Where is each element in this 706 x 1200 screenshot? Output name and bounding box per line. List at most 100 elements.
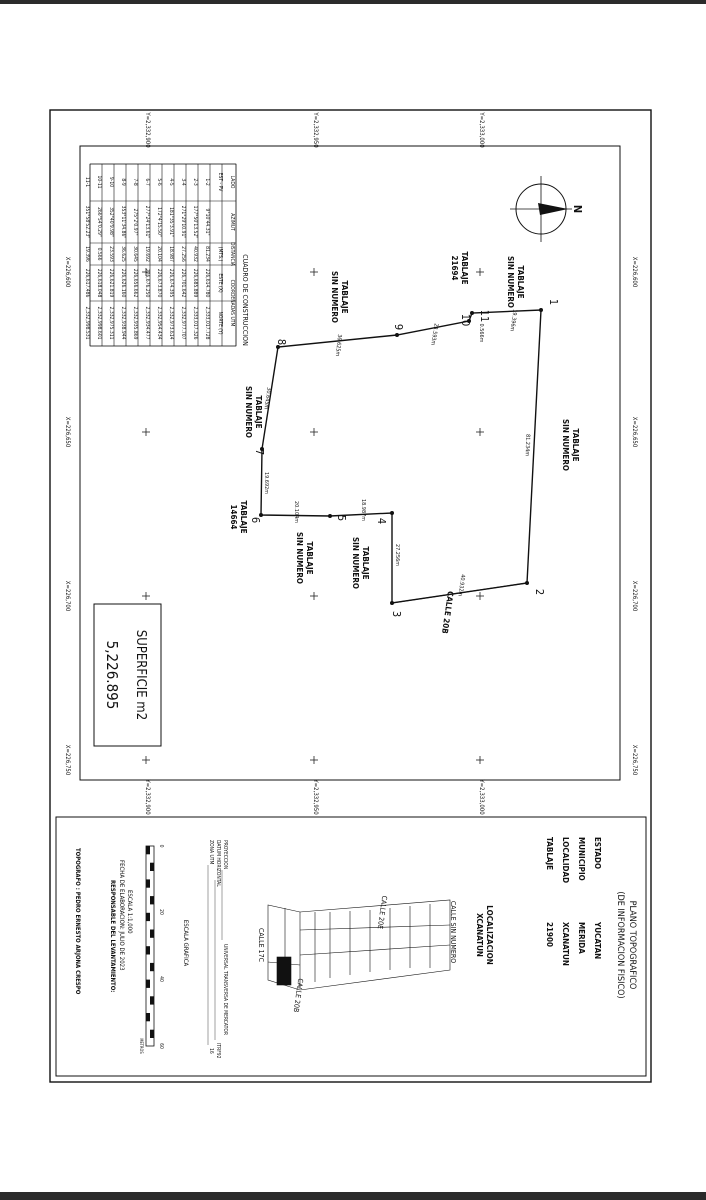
grid-x-label: X=226,700 (64, 581, 71, 612)
neighbor-label: SIN NUMERO (295, 532, 304, 584)
table-subheader: (MTS.) (217, 247, 223, 262)
top-dark-bar (0, 0, 706, 4)
vertex-label: 6 (249, 517, 262, 523)
table-cell: 177°50'13.52" (192, 206, 198, 239)
side-length-label: 40.932m (456, 574, 465, 597)
datum-value: ITRF92 (215, 1043, 221, 1059)
zona-value: 16 (208, 1048, 214, 1054)
table-cell: 40.932 (192, 246, 198, 262)
table-cell: 226,674.395 (168, 269, 174, 298)
table-cell: 8-9 (120, 178, 126, 185)
table-cell: 2,333,017.728 (204, 307, 210, 340)
table-cell: 7-8 (132, 178, 138, 185)
table-cell: 1-2 (204, 178, 210, 185)
graphic-scale: ESCALA GRAFICA 0 20 40 60 METROS (139, 845, 189, 1055)
plan-subtitle: (DE INFORMACION FISICO) (615, 891, 625, 998)
table-cell: 5-6 (156, 178, 162, 185)
table-header: AZIMUT (229, 213, 235, 231)
vertex-label: 7 (253, 449, 266, 455)
grid-cross (310, 428, 318, 436)
road-boundary (391, 582, 528, 604)
table-cell: 2,332,975.311 (108, 307, 114, 340)
scale-tick: 20 (158, 909, 164, 915)
scale-block (150, 896, 154, 905)
grid-cross (142, 268, 150, 276)
responsible-label: RESPONSABLE DEL LEVANTAMIENTO: (109, 880, 116, 992)
table-grid (89, 163, 237, 347)
vertex-label: 9 (392, 324, 405, 330)
scale-block (150, 1029, 154, 1038)
table-cell: 226,618.048 (96, 269, 102, 298)
scale-block (150, 962, 154, 972)
table-cell: 2-3 (192, 178, 198, 185)
table-cell: 10-11 (96, 175, 102, 188)
table-subheader: NORTE (Y) (217, 312, 223, 335)
superficie-box: SUPERFICIE m2 5,226.895 (93, 603, 162, 747)
table-cell: 4-5 (168, 178, 174, 185)
side-length-label: 30.645m (262, 387, 271, 410)
localidad-label: LOCALIDAD (561, 837, 570, 883)
street-label: CALLE SIN NUMERO (449, 901, 457, 963)
grid-x-label: X=226,750 (64, 745, 71, 776)
table-cell: 19.396 (84, 246, 90, 262)
construction-table: CUADRO DE CONSTRUCCION LADOAZIMUTDISTANC… (84, 163, 249, 347)
location-heading: LOCALIZACION (485, 905, 494, 964)
table-cell: 2,332,973.614 (168, 307, 174, 340)
neighbor-label: TABLAJE (361, 546, 370, 579)
grid-y-label: Y=2,332,950 (312, 778, 319, 815)
scale-block (150, 929, 154, 938)
grid-x-label: X=226,600 (64, 257, 71, 288)
street-label: CALLE 20E (376, 895, 389, 929)
table-cell: 81.234 (204, 246, 210, 262)
municipio-value: MERIDA (577, 922, 586, 954)
table-cell: 2,332,935.869 (132, 307, 138, 340)
vertex-labels: 1 2 3 4 5 6 7 8 9 10 11 (249, 299, 560, 617)
neighbor-label: SIN NUMERO (506, 256, 515, 308)
scale-block (146, 946, 150, 955)
grid-x-label: X=226,650 (64, 417, 71, 448)
scale-title: ESCALA GRAFICA (182, 920, 189, 967)
table-cell: 6-7 (144, 178, 150, 185)
table-cell: 30.645 (132, 246, 138, 262)
table-header: DISTANCIA (229, 242, 235, 267)
grid-y-label: Y=2,332,950 (312, 111, 319, 148)
scale-block (146, 879, 150, 888)
table-cell: 181°35'3.91" (168, 207, 174, 237)
street-label: CALLE 17C (257, 928, 265, 963)
datum-label: DATUM HORIZONTAL (215, 840, 221, 887)
plan-title: PLANO TOPOGRAFICO (627, 901, 637, 990)
table-cell: 226,676.250 (144, 269, 150, 298)
grid-x-label: X=226,600 (631, 257, 638, 288)
table-cell: 353°11'34.86" (120, 206, 126, 239)
estado-value: YUCATAN (593, 921, 602, 959)
grid-y-label: Y=2,333,000 (478, 778, 485, 815)
elaboration-date: FECHA DE ELABORACION: JULIO DE 2023 (118, 860, 125, 971)
table-cell: 2,332,938.944 (120, 307, 126, 340)
table-cell: 2,333,017.326 (192, 307, 198, 340)
superficie-value: 5,226.895 (103, 641, 121, 710)
estado-label: ESTADO (593, 837, 602, 869)
vertex-label: 2 (533, 589, 546, 595)
table-cell: 226,701.642 (180, 269, 186, 298)
table-header: COORDENADAS UTM (229, 280, 235, 327)
scale-block (146, 1013, 150, 1022)
grid-cross (476, 592, 484, 600)
table-cell: 226,617.486 (84, 269, 90, 298)
title-block-frame (55, 816, 647, 1077)
scale-block (150, 996, 154, 1005)
neighbor-label: SIN NUMERO (330, 271, 339, 323)
zona-label: ZONA UTM (208, 840, 214, 865)
side-length-label: 36.625m (334, 334, 342, 357)
neighbor-label: TABLAJE (305, 541, 314, 574)
vertex-label: 3 (390, 611, 403, 617)
surveyor-name: TOPOGRAFO : PEDRO ERNESTO ARJONA CRESPO (74, 848, 81, 995)
north-arrow-icon: N (510, 176, 584, 242)
vertex-label: 1 (547, 299, 560, 305)
scale-ratio: ESCALA 1:1,000 (126, 890, 133, 934)
grid-x-label: X=226,700 (631, 581, 638, 612)
scale-block (146, 979, 150, 988)
table-cell: 2,332,998.601 (96, 307, 102, 340)
table-subheader: EST - PV (217, 173, 223, 193)
neighbor-label: 21694 (450, 255, 459, 280)
